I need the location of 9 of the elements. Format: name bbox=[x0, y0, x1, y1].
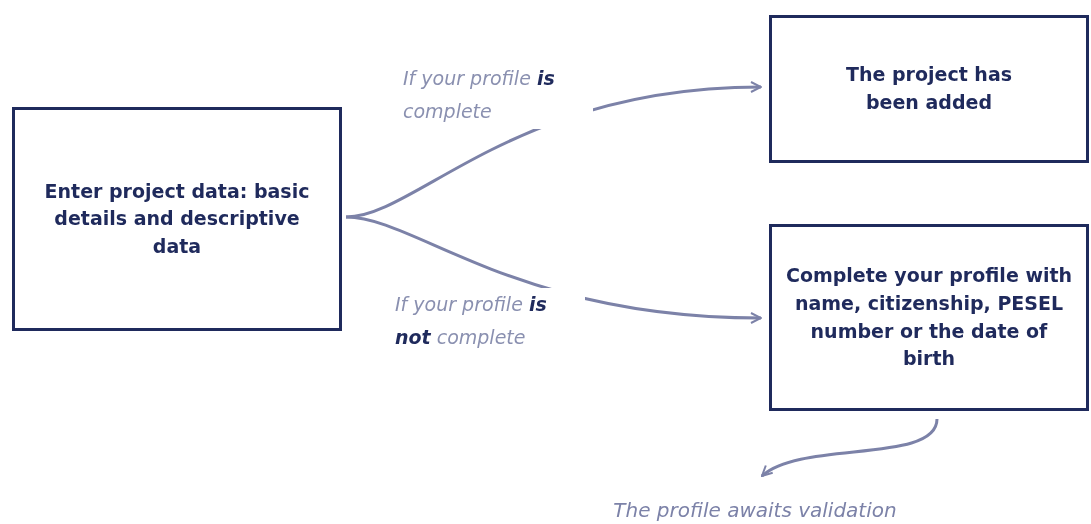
arrow bbox=[345, 215, 762, 324]
status-text: The profile awaits validation bbox=[613, 496, 897, 524]
arrow bbox=[761, 418, 939, 478]
process-box bbox=[769, 15, 1089, 163]
process-box bbox=[12, 107, 342, 331]
box-text: Enter project data: basic details and descriptive data bbox=[43, 178, 311, 259]
box-text: Complete your profile with name, citizenship, PESEL number or the date of birth bbox=[784, 263, 1074, 372]
box-text: The project has been added bbox=[845, 62, 1013, 115]
process-box bbox=[769, 224, 1089, 411]
